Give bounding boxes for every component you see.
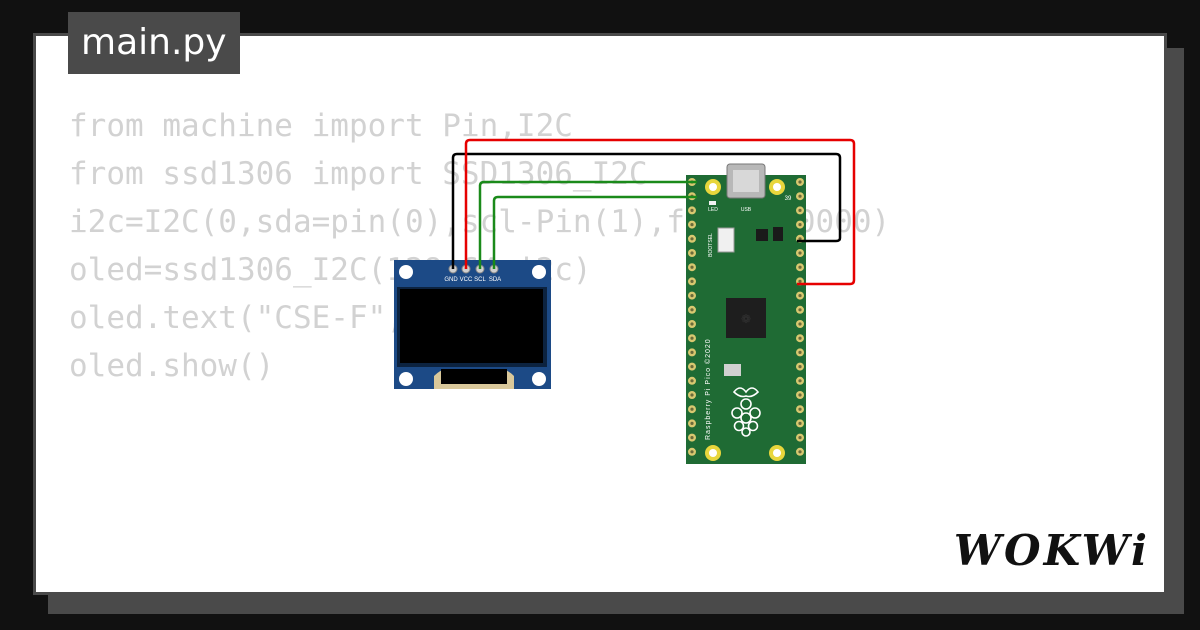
header-pin-hole: [798, 407, 802, 411]
header-pin-hole: [798, 393, 802, 397]
code-line: from ssd1306 import SSD1306_I2C: [69, 156, 648, 192]
mounting-hole: [709, 449, 717, 457]
header-pin-hole: [798, 421, 802, 425]
chip-logo-icon: ❁: [741, 312, 751, 326]
board-label: Raspberry Pi Pico ©2020: [704, 338, 712, 440]
mounting-hole: [532, 372, 546, 386]
header-pin-hole: [798, 322, 802, 326]
usb-inner: [733, 170, 759, 192]
header-pin-hole: [798, 308, 802, 312]
mounting-hole: [773, 183, 781, 191]
header-pin-hole: [798, 223, 802, 227]
mounting-hole: [532, 265, 546, 279]
file-tab[interactable]: main.py: [68, 12, 240, 74]
header-pin-hole: [690, 379, 694, 383]
usb-label: USB: [741, 207, 752, 213]
header-pin-hole: [690, 279, 694, 283]
header-pin-hole: [798, 265, 802, 269]
bootsel-button[interactable]: [717, 227, 735, 253]
oled-screen: [400, 289, 543, 363]
flash-chip: [724, 364, 741, 376]
diagram-card: [33, 33, 1167, 595]
header-pin-hole: [690, 407, 694, 411]
led-label: LED: [708, 207, 718, 213]
bootsel-label: BOOTSEL: [708, 233, 714, 257]
code-line: from machine import Pin,I2C: [69, 108, 573, 144]
wire-scl[interactable]: [478, 180, 697, 269]
header-pin-hole: [798, 350, 802, 354]
header-pin-hole: [798, 237, 802, 241]
rp2040-chip: [726, 298, 766, 338]
mounting-hole: [399, 372, 413, 386]
header-pin-hole: [690, 436, 694, 440]
header-pin-hole: [690, 350, 694, 354]
header-pin-hole: [798, 336, 802, 340]
pin-number-label: 39: [785, 196, 792, 202]
header-pin-hole: [798, 194, 802, 198]
header-pin-hole: [690, 308, 694, 312]
chip-small: [773, 227, 783, 241]
wires: [451, 138, 856, 286]
header-pin-hole: [798, 279, 802, 283]
header-pin-hole: [690, 450, 694, 454]
led-icon: [709, 201, 716, 205]
header-pin-hole: [798, 450, 802, 454]
wire-vcc[interactable]: [464, 138, 856, 286]
header-pin-hole: [690, 365, 694, 369]
header-pin-hole: [690, 294, 694, 298]
code-line: oled.show(): [69, 348, 275, 384]
header-pin-hole: [798, 294, 802, 298]
wire-sda[interactable]: [492, 195, 697, 269]
header-pin-hole: [798, 180, 802, 184]
header-pin-hole: [690, 251, 694, 255]
mounting-hole: [709, 183, 717, 191]
header-pin-hole: [690, 322, 694, 326]
header-pin-hole: [798, 208, 802, 212]
pin-row-left: [688, 178, 696, 456]
oled-pin-label: VCC: [460, 277, 473, 283]
header-pin-hole: [690, 265, 694, 269]
oled-pin-label: GND: [444, 277, 458, 283]
oled-pin-label: SCL: [474, 277, 486, 283]
header-pin-hole: [690, 237, 694, 241]
raspberry-logo-icon: [731, 387, 761, 437]
header-pin-hole: [690, 421, 694, 425]
header-pin-hole: [798, 379, 802, 383]
oled-display[interactable]: GND VCC SCL SDA: [394, 260, 551, 389]
header-pin-hole: [690, 208, 694, 212]
header-pin-hole: [690, 393, 694, 397]
wire-gnd[interactable]: [451, 152, 842, 269]
mounting-hole: [773, 449, 781, 457]
oled-ribbon-top: [441, 369, 507, 384]
header-pin-hole: [690, 223, 694, 227]
mounting-hole: [399, 265, 413, 279]
raspberry-pi-pico[interactable]: LED USB 39 BOOTSEL ❁ Raspberry Pi Pico ©…: [686, 163, 806, 464]
header-pin-hole: [690, 336, 694, 340]
header-pin-hole: [798, 251, 802, 255]
chip-small: [756, 229, 768, 241]
header-pin-hole: [798, 365, 802, 369]
header-pin-hole: [798, 436, 802, 440]
wokwi-logo: WOKWi: [953, 526, 1150, 575]
oled-pin-label: SDA: [489, 277, 501, 283]
